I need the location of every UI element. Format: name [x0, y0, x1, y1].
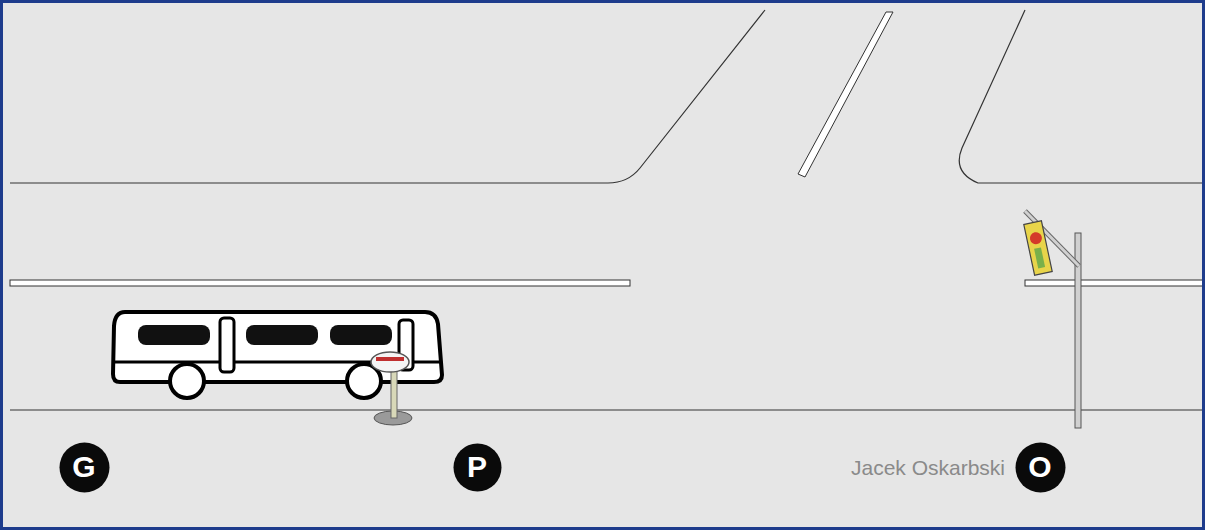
median-line [10, 280, 630, 286]
marker-letter: O [1028, 452, 1051, 482]
letter-marker: O [1015, 442, 1066, 493]
marker-letter: P [467, 452, 487, 482]
curb-line [10, 409, 1205, 410]
median-line [1025, 280, 1205, 286]
traffic-light [1024, 211, 1081, 428]
median-line [798, 12, 893, 177]
watermark: Jacek Oskarbski [851, 456, 1005, 479]
bus-stop-sign [371, 352, 412, 425]
road-edge [10, 10, 765, 183]
marker-letter: G [72, 452, 95, 482]
road-edge [959, 10, 1205, 183]
letter-marker: P [453, 443, 502, 492]
letter-marker: G [59, 442, 110, 493]
